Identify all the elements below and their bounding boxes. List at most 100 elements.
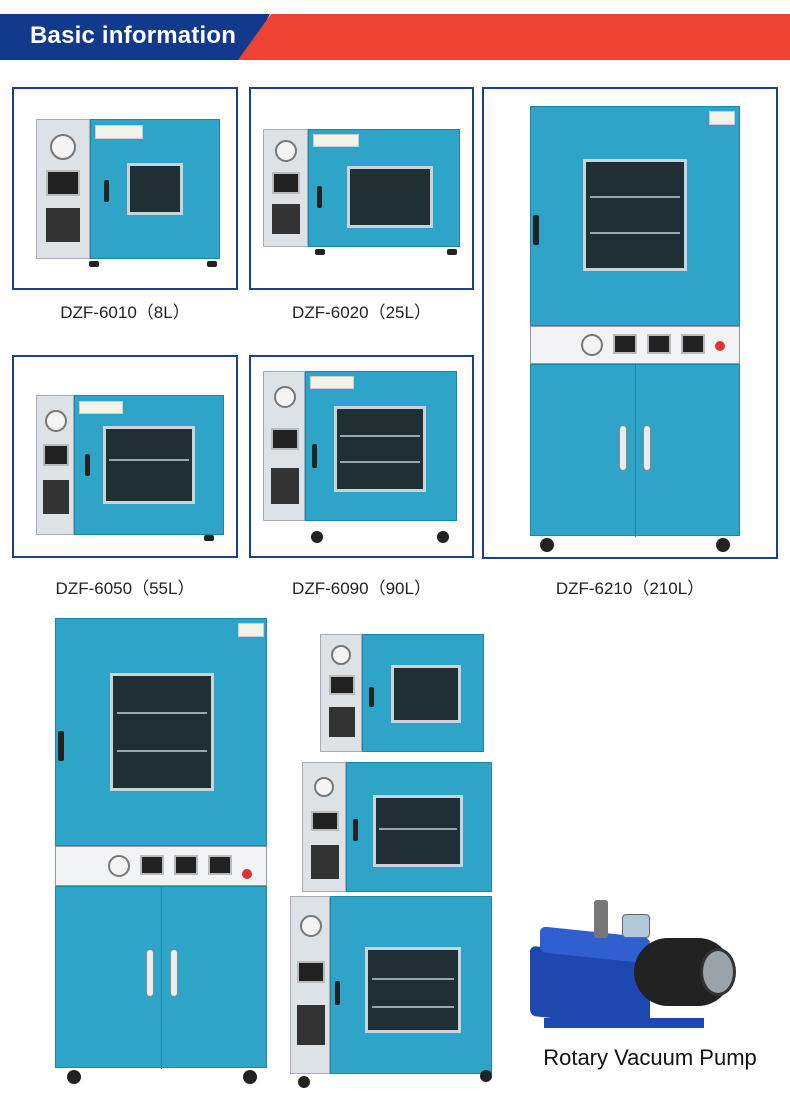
oven-window <box>334 406 426 492</box>
control-panel <box>36 119 90 259</box>
wheel-icon <box>67 1070 81 1084</box>
oven-body <box>330 896 492 1074</box>
switch-panel-icon <box>329 707 355 737</box>
power-button-icon <box>715 341 725 351</box>
door-handle-icon <box>335 981 340 1005</box>
caption-dzf-6010: DZF-6010（8L） <box>12 298 238 323</box>
section-title: Basic information <box>30 22 237 49</box>
pump-base <box>544 1018 704 1028</box>
product-frame-dzf-6090 <box>249 355 474 558</box>
cabinet-handle-icon <box>643 425 651 471</box>
switch-panel-icon <box>311 845 339 879</box>
oven-body <box>305 371 457 521</box>
foot-icon <box>204 535 214 541</box>
oven-body <box>346 762 492 892</box>
power-button-icon <box>242 869 252 879</box>
door-handle-icon <box>533 215 539 245</box>
cabinet-handle-icon <box>619 425 627 471</box>
caption-dzf-6090: DZF-6090（90L） <box>249 574 474 599</box>
control-panel <box>263 129 308 247</box>
display-icon <box>43 444 69 466</box>
foot-icon <box>315 249 325 255</box>
control-panel <box>263 371 305 521</box>
cabinet-handle-icon <box>146 949 154 997</box>
wheel-icon <box>311 531 323 543</box>
oven-window <box>365 947 461 1033</box>
oven-window <box>373 795 463 867</box>
model-volume: （55L） <box>132 579 195 598</box>
oven-window <box>103 426 195 504</box>
wheel-icon <box>480 1070 492 1082</box>
display-icon <box>297 961 325 983</box>
gauge-icon <box>274 386 296 408</box>
foot-icon <box>89 261 99 267</box>
warning-label <box>238 623 264 637</box>
header-blue-band <box>0 14 270 60</box>
product-frame-dzf-6010 <box>12 87 238 290</box>
display-icon <box>46 170 80 196</box>
oven-lower-cabinet <box>55 886 267 1069</box>
cabinet-handle-icon <box>170 949 178 997</box>
control-strip <box>55 846 267 886</box>
model-name: DZF-6090 <box>292 579 369 598</box>
oven-window <box>583 159 687 271</box>
gauge-icon <box>45 410 67 432</box>
display-icon <box>272 172 300 194</box>
switch-panel-icon <box>43 480 69 514</box>
wheel-icon <box>437 531 449 543</box>
oven-window <box>110 673 214 791</box>
door-handle-icon <box>353 819 358 841</box>
cabinet-door-split <box>161 887 162 1069</box>
door-handle-icon <box>369 687 374 707</box>
stacked-ovens-image <box>288 630 494 1090</box>
wheel-icon <box>243 1070 257 1084</box>
oven-body <box>90 119 220 259</box>
door-handle-icon <box>317 186 322 208</box>
oven-window <box>391 665 461 723</box>
display-icon <box>647 334 671 354</box>
display-icon <box>681 334 705 354</box>
caption-dzf-6050: DZF-6050（55L） <box>12 574 238 599</box>
caption-dzf-6020: DZF-6020（25L） <box>249 298 474 323</box>
gauge-icon <box>581 334 603 356</box>
model-volume: （8L） <box>136 303 190 322</box>
gauge-icon <box>275 140 297 162</box>
control-strip <box>530 326 740 364</box>
model-name: DZF-6210 <box>555 579 633 598</box>
oven-upper-body <box>55 618 267 846</box>
warning-label <box>709 111 735 125</box>
display-icon <box>311 811 339 831</box>
display-icon <box>208 855 232 875</box>
display-icon <box>140 855 164 875</box>
cabinet-door-split <box>635 365 636 537</box>
switch-panel-icon <box>297 1005 325 1045</box>
product-frame-dzf-6020 <box>249 87 474 290</box>
control-panel <box>320 634 362 752</box>
display-icon <box>271 428 299 450</box>
label-plate <box>79 401 123 414</box>
display-icon <box>329 675 355 695</box>
switch-panel-icon <box>46 208 80 242</box>
motor-fan-cover <box>700 948 736 996</box>
model-name: DZF-6050 <box>55 579 133 598</box>
oven-body <box>308 129 460 247</box>
label-plate <box>95 125 143 139</box>
control-panel <box>290 896 330 1074</box>
product-frame-dzf-6050 <box>12 355 238 558</box>
vacuum-pump-image <box>530 892 742 1042</box>
product-frame-dzf-6210 <box>482 87 778 559</box>
door-handle-icon <box>58 731 64 761</box>
switch-panel-icon <box>272 204 300 234</box>
oven-upper-body <box>530 106 740 326</box>
gauge-icon <box>50 134 76 160</box>
gauge-icon <box>300 915 322 937</box>
door-handle-icon <box>104 180 109 202</box>
foot-icon <box>207 261 217 267</box>
display-icon <box>613 334 637 354</box>
wheel-icon <box>540 538 554 552</box>
door-handle-icon <box>85 454 90 476</box>
oven-window <box>127 163 183 215</box>
model-volume: （210L） <box>632 579 705 598</box>
oven-window <box>347 166 433 228</box>
oven-body <box>362 634 484 752</box>
